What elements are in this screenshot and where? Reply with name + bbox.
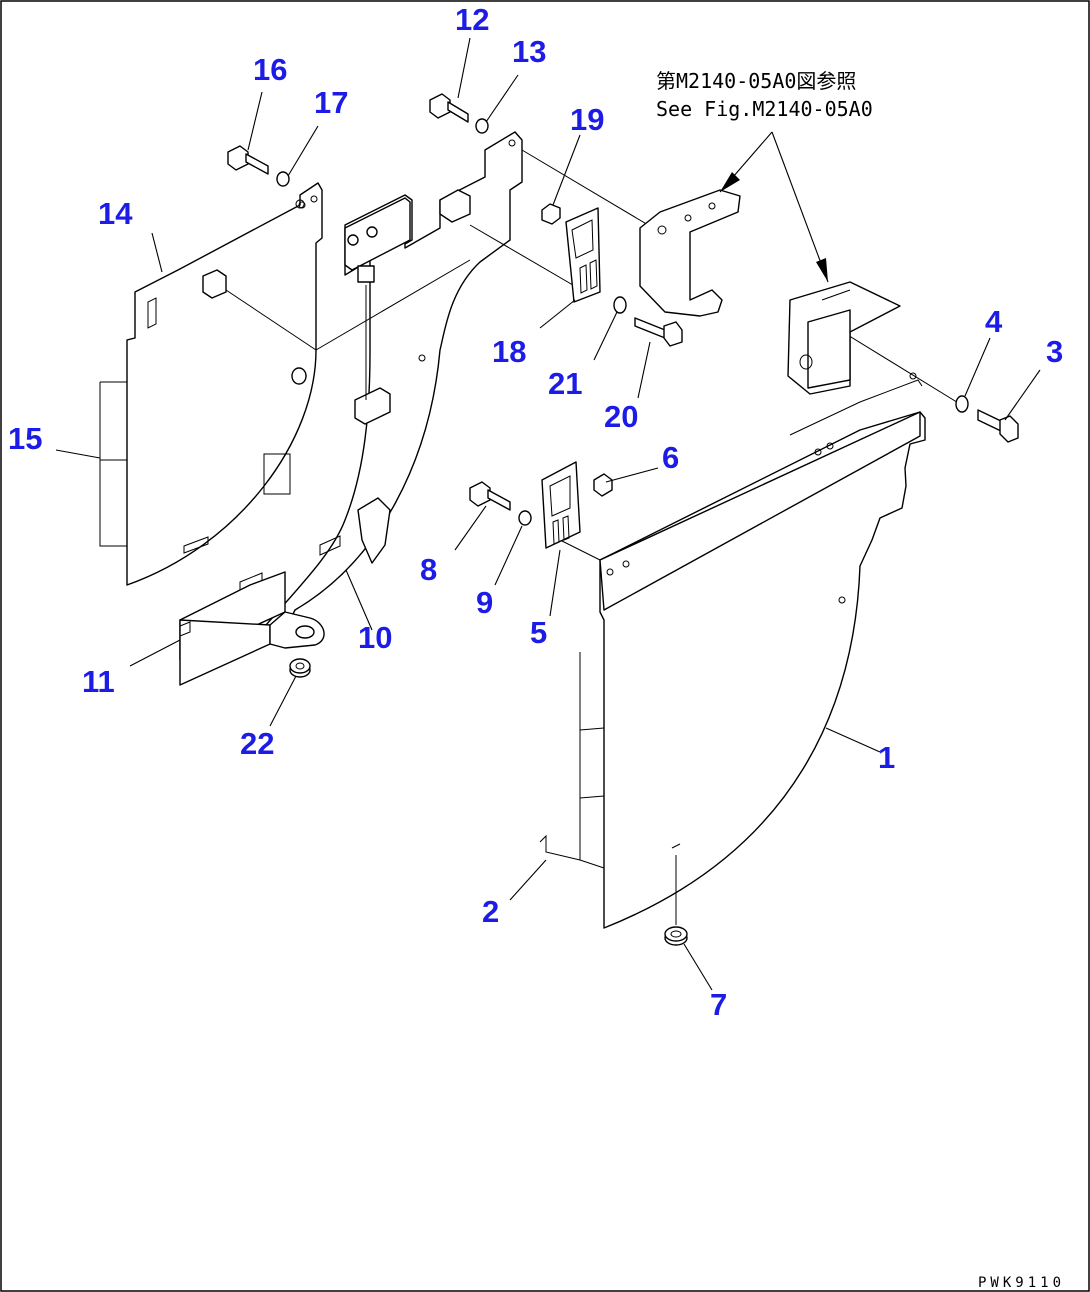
part-18-bracket [565,207,601,303]
part-6-rivet [593,473,613,497]
part-7-grommet [664,926,688,946]
part-5-bracket [541,461,581,549]
callout-16: 16 [253,52,287,87]
part-17-washer [276,171,290,187]
callout-13: 13 [512,34,546,69]
callout-8: 8 [420,552,437,587]
callout-numbers: 1 2 3 4 5 6 7 8 9 10 11 12 13 14 15 16 1… [8,2,1063,1022]
part-12-bolt [429,93,469,123]
part-22-grommet [289,658,311,678]
callout-9: 9 [476,585,493,620]
reference-note-jp: 第M2140-05A0図参照 [656,69,856,93]
part-19-nut [541,203,561,225]
callout-4: 4 [985,304,1003,339]
callout-6: 6 [662,440,679,475]
reference-bracket-upper [639,189,741,317]
callout-5: 5 [530,615,547,650]
reference-arrows [719,131,829,283]
part-21-washer [613,296,627,314]
callout-10: 10 [358,620,392,655]
callout-11: 11 [82,664,115,699]
part-13-washer [475,118,489,134]
part-3-bolt [977,409,1019,443]
callout-12: 12 [455,2,489,37]
callout-20: 20 [604,399,638,434]
part-1-main-cover [539,372,926,929]
callout-1: 1 [878,740,895,775]
reference-note-en: See Fig.M2140-05A0 [656,97,873,121]
reference-bracket-lower [787,281,901,395]
callout-22: 22 [240,726,274,761]
part-4-washer [955,395,969,413]
callout-2: 2 [482,894,499,929]
part-14-inner-cover [99,182,323,586]
part-16-bolt [227,145,269,175]
part-11-lower-panel [179,571,325,686]
callout-19: 19 [570,102,604,137]
drawing-code: PWK9110 [978,1275,1065,1291]
callout-7: 7 [710,987,727,1022]
callout-3: 3 [1046,334,1063,369]
part-9-washer [518,510,532,526]
part-20-bolt [634,317,683,347]
part-10-curved-panel [239,131,523,651]
part-8-bolt [469,481,511,511]
callout-17: 17 [314,85,348,120]
callout-21: 21 [548,366,582,401]
callout-18: 18 [492,334,526,369]
callout-leaders [55,37,1041,991]
callout-14: 14 [98,196,133,231]
callout-15: 15 [8,421,42,456]
